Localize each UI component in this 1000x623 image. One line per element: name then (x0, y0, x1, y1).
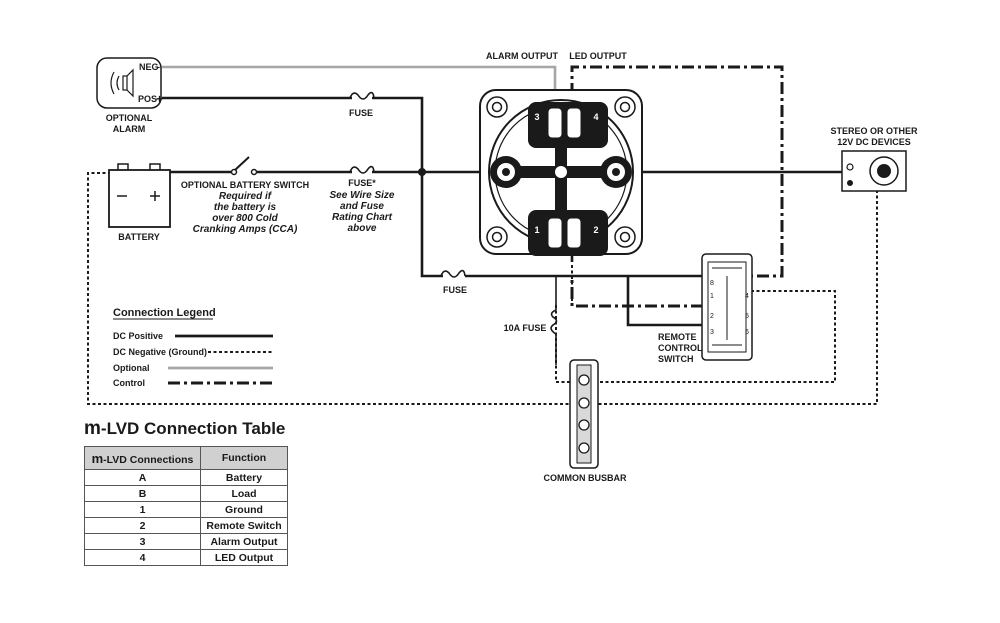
battery-switch-note-1: Required if (219, 191, 273, 202)
switch-pin-2: 2 (710, 313, 714, 320)
fuse-mid-note-2: and Fuse (340, 201, 384, 212)
table-title: m-LVD Connection Table (84, 418, 285, 440)
alarm-positive-wire (162, 96, 424, 172)
battery-switch-note-3: over 800 Cold (212, 213, 278, 224)
cell-function: Load (200, 485, 288, 502)
stereo-label-2: 12V DC DEVICES (837, 137, 911, 147)
fuse-icon (550, 309, 558, 335)
fuse-mid-note-1: See Wire Size (330, 190, 395, 201)
terminal-3-label: 3 (534, 112, 539, 122)
fuse-bottom-label: FUSE (443, 285, 467, 295)
switch-pin-1: 1 (710, 293, 714, 300)
switch-pin-5: 5 (745, 313, 749, 320)
junction-dot (418, 168, 426, 176)
fuse-mid-note-3: Rating Chart (332, 212, 393, 223)
battery-switch-icon (230, 156, 258, 176)
terminal-4-label: 4 (593, 112, 598, 122)
legend-item-dc-positive: DC Positive (113, 331, 163, 341)
mounting-bolt-icon (614, 226, 636, 248)
table-title-brand: m (84, 418, 101, 439)
legend-item-control: Control (113, 378, 145, 388)
alarm-icon (96, 57, 162, 109)
cell-function: Ground (200, 501, 288, 518)
fuse-10a-label: 10A FUSE (504, 323, 547, 333)
table-header-row: m-LVD Connections Function (84, 446, 288, 470)
remote-label-3: SWITCH (658, 354, 694, 364)
switch-pin-8: 8 (710, 280, 714, 287)
cell-connection: 3 (84, 533, 201, 550)
remote-switch-wire (570, 250, 703, 327)
fuse-icon (349, 165, 375, 174)
terminal-b-label: B (585, 180, 592, 190)
mounting-bolt-icon (486, 226, 508, 248)
battery-label: BATTERY (118, 232, 160, 242)
cell-connection: 1 (84, 501, 201, 518)
switch-pin-4: 4 (745, 293, 749, 300)
legend-item-optional: Optional (113, 363, 150, 373)
optional-alarm-label-2: ALARM (113, 124, 146, 134)
legend-item-dc-negative: DC Negative (Ground) (113, 347, 207, 357)
cell-function: LED Output (200, 549, 288, 566)
alarm-pos-sign: + (156, 92, 163, 106)
common-busbar-icon (569, 359, 599, 469)
remote-label-2: CONTROL (658, 343, 703, 353)
terminal-2-label: 2 (593, 225, 598, 235)
mounting-bolt-icon (486, 96, 508, 118)
battery-switch-title: OPTIONAL BATTERY SWITCH (181, 180, 309, 190)
common-busbar-label: COMMON BUSBAR (544, 473, 627, 483)
stereo-label-1: STEREO OR OTHER (830, 126, 918, 136)
remote-fuse-wire (420, 172, 703, 278)
header-connections: m-LVD Connections (84, 446, 201, 470)
header-brand: m (91, 450, 104, 466)
fuse-top-label: FUSE (349, 108, 373, 118)
fuse-mid-note-4: above (348, 223, 377, 234)
header-connections-text: -LVD Connections (103, 453, 194, 466)
led-output-label: LED OUTPUT (569, 51, 627, 61)
stereo-device-icon (841, 150, 907, 192)
terminal-b-stud-icon (600, 156, 632, 188)
cell-function: Remote Switch (200, 517, 288, 534)
battery-switch-note-4: Cranking Amps (CCA) (193, 224, 298, 235)
cell-connection: A (84, 469, 201, 486)
control-wire (570, 65, 784, 308)
table-title-rest: -LVD Connection Table (100, 419, 286, 438)
fuse-icon (440, 269, 466, 278)
cell-function: Battery (200, 469, 288, 486)
terminal-1-label: 1 (534, 225, 539, 235)
fuse-mid-label: FUSE* (348, 178, 376, 188)
terminal-a-label: A (536, 180, 543, 190)
alarm-neg-label: NEG (139, 62, 159, 72)
terminal-a-stud-icon (490, 156, 522, 188)
alarm-neg-sign: - (157, 62, 160, 72)
alarm-pos-label: POS (138, 94, 157, 104)
battery-switch-note-2: the battery is (214, 202, 277, 213)
connection-legend: Connection Legend DC Positive DC Negativ… (113, 307, 273, 388)
switch-pin-3: 3 (710, 329, 714, 336)
remote-switch-icon (701, 253, 753, 361)
switch-pin-6: 6 (745, 329, 749, 336)
mlvd-unit (479, 89, 643, 256)
mounting-bolt-icon (614, 96, 636, 118)
legend-title: Connection Legend (113, 307, 216, 319)
header-function: Function (200, 446, 288, 470)
fuse-icon (349, 91, 375, 100)
cell-function: Alarm Output (200, 533, 288, 550)
remote-label-1: REMOTE (658, 332, 697, 342)
cell-connection: B (84, 485, 201, 502)
cell-connection: 2 (84, 517, 201, 534)
battery-icon (108, 163, 171, 228)
optional-alarm-label-1: OPTIONAL (106, 113, 153, 123)
cell-connection: 4 (84, 549, 201, 566)
alarm-output-label: ALARM OUTPUT (486, 51, 558, 61)
